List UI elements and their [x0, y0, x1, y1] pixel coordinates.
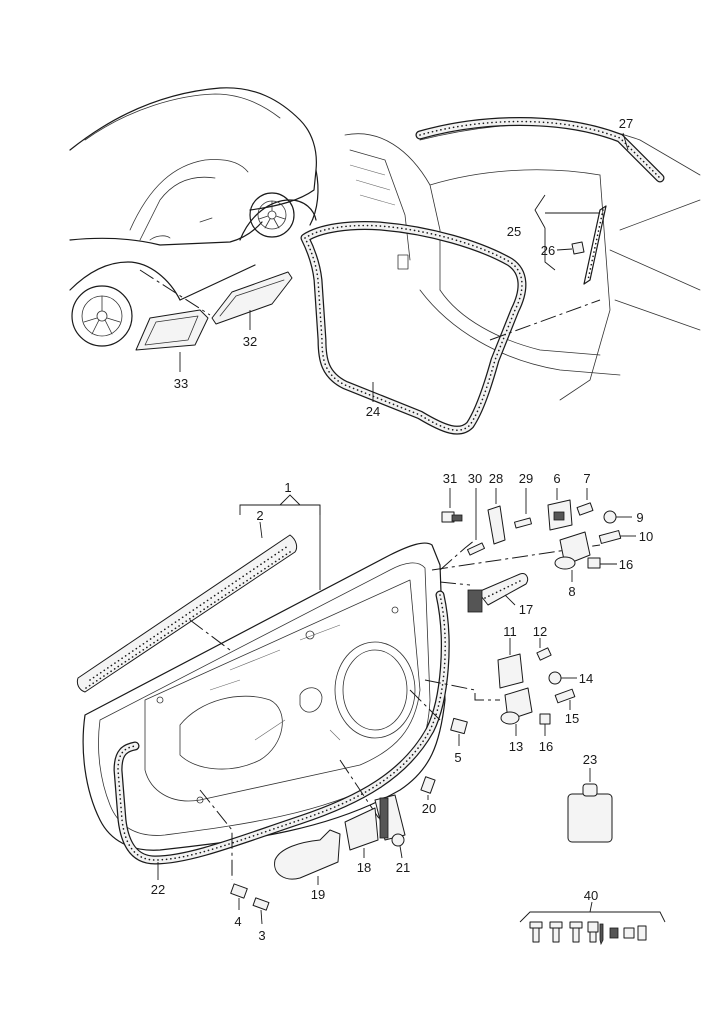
callout-11: 11: [503, 624, 517, 639]
part-23-bottle: [567, 768, 613, 843]
callout-7: 7: [583, 471, 590, 486]
door-opening-and-seal: [300, 117, 701, 435]
part-16-bush: [587, 557, 617, 569]
callout-23: 23: [583, 752, 597, 767]
callout-28: 28: [489, 471, 503, 486]
callout-19: 19: [311, 887, 325, 902]
callout-40: 40: [584, 888, 598, 903]
part-31-clip: [441, 488, 463, 523]
callout-33: 33: [174, 376, 188, 391]
part-6-hinge: [547, 488, 573, 531]
part-16-bush-lower: [539, 713, 551, 736]
callout-26: 26: [541, 243, 555, 258]
callout-labels: 1 2 3 4 5 6 7 8 9 10 11 12 13 14 15 16 1…: [151, 116, 653, 943]
part-19-handle: [274, 829, 341, 885]
callout-13: 13: [509, 739, 523, 754]
callout-29: 29: [519, 471, 533, 486]
callout-5: 5: [454, 750, 461, 765]
hardware-parts: [230, 488, 666, 946]
callout-31: 31: [443, 471, 457, 486]
callout-1: 1: [284, 480, 291, 495]
callout-10: 10: [639, 529, 653, 544]
part-5-clip: [450, 717, 468, 746]
callout-25: 25: [507, 224, 521, 239]
callout-14: 14: [579, 671, 593, 686]
part-14-nut: [548, 671, 577, 685]
part-29-screw: [513, 488, 533, 529]
door-shell: [76, 494, 601, 880]
callout-8: 8: [568, 584, 575, 599]
part-3-screw: [252, 897, 270, 925]
callout-6: 6: [553, 471, 560, 486]
callout-2: 2: [256, 508, 263, 523]
callout-21: 21: [396, 860, 410, 875]
part-13-hinge: [500, 687, 533, 736]
part-8-hinge: [554, 531, 591, 582]
callout-3: 3: [258, 928, 265, 943]
part-40-kit: [519, 901, 666, 946]
callout-16-lower: 16: [539, 739, 553, 754]
car-overview: [69, 87, 319, 372]
part-15-bolt: [554, 688, 576, 710]
callout-27: 27: [619, 116, 633, 131]
callout-17: 17: [519, 602, 533, 617]
callout-30: 30: [468, 471, 482, 486]
part-12-bolt: [536, 638, 552, 661]
callout-22: 22: [151, 882, 165, 897]
part-28-pad: [487, 488, 506, 545]
callout-18: 18: [357, 860, 371, 875]
part-21-screw: [391, 833, 405, 859]
part-18-lock: [344, 794, 406, 858]
part-30-pin: [466, 488, 486, 556]
callout-15: 15: [565, 711, 579, 726]
part-7-bolt: [576, 488, 594, 516]
part-17-door-check: [467, 573, 529, 613]
part-10-bolt: [598, 530, 636, 544]
callout-32: 32: [243, 334, 257, 349]
part-4-pin: [230, 883, 248, 910]
callout-16-upper: 16: [619, 557, 633, 572]
callout-24: 24: [366, 404, 380, 419]
part-9-nut: [603, 510, 632, 524]
part-20-bolt: [420, 776, 436, 800]
callout-20: 20: [422, 801, 436, 816]
callout-4: 4: [234, 914, 241, 929]
part-11-hinge: [497, 638, 524, 689]
callout-12: 12: [533, 624, 547, 639]
callout-9: 9: [636, 510, 643, 525]
